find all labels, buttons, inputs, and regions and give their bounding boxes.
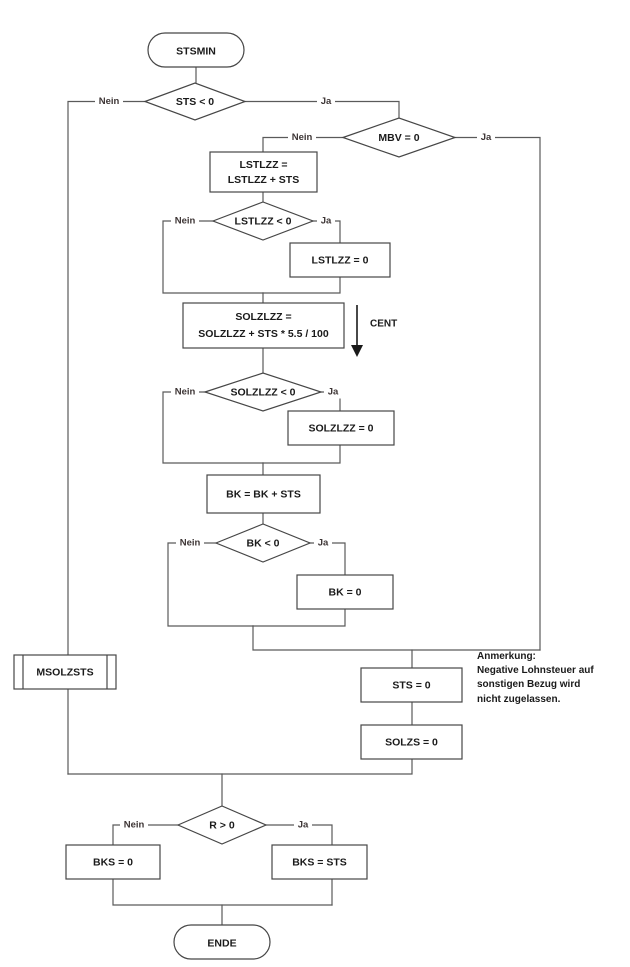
- node-process-lstlzz-add-line2: LSTLZZ + STS: [228, 174, 299, 186]
- node-start-label: STSMIN: [176, 45, 216, 57]
- connector-lstlzzzero-to-merge: [262, 276, 341, 294]
- node-process-sts-zero-label: STS = 0: [392, 679, 430, 691]
- node-process-bk-add[interactable]: BK = BK + STS: [206, 474, 321, 514]
- node-process-lstlzz-zero[interactable]: LSTLZZ = 0: [289, 242, 391, 278]
- annotation-note-line2: sonstigen Bezug wird: [477, 679, 581, 691]
- node-decision-r[interactable]: R > 0: [176, 805, 268, 845]
- node-end-terminator[interactable]: ENDE: [173, 924, 271, 960]
- annotation-note-title: Anmerkung:: [477, 651, 536, 662]
- node-process-solzlzz-zero[interactable]: SOLZLZZ = 0: [287, 410, 395, 446]
- connector-solzszero-to-finalmerge: [67, 758, 413, 775]
- edge-label-sts-ja: Ja: [321, 96, 332, 107]
- connector-bkszero-to-endmerge: [112, 878, 333, 906]
- annotation-note-line1: Negative Lohnsteuer auf: [477, 665, 594, 677]
- edge-label-mbv-nein: Nein: [292, 132, 313, 143]
- connector-r-ja-to-bkssts: [265, 824, 333, 846]
- node-decision-lstlzz-label: LSTLZZ < 0: [235, 215, 292, 227]
- edge-label-lstlzz-ja: Ja: [321, 216, 332, 227]
- node-process-bk-zero[interactable]: BK = 0: [296, 574, 394, 610]
- edge-label-bk-ja: Ja: [318, 538, 329, 549]
- edge-label-mbv-ja: Ja: [481, 132, 492, 143]
- node-process-bks-zero-label: BKS = 0: [93, 856, 133, 868]
- connector-mbv-nein-to-lstlzz-add: [262, 136, 344, 153]
- node-process-lstlzz-add[interactable]: LSTLZZ = LSTLZZ + STS: [209, 151, 318, 193]
- connector-sts-ja-to-mbv: [244, 100, 400, 119]
- node-process-lstlzz-zero-label: LSTLZZ = 0: [312, 254, 369, 266]
- node-decision-bk[interactable]: BK < 0: [214, 523, 312, 563]
- node-end-label: ENDE: [207, 937, 236, 949]
- edge-label-solzlzz-nein: Nein: [175, 387, 196, 398]
- node-process-solzs-zero[interactable]: SOLZS = 0: [360, 724, 463, 760]
- node-process-bks-sts-label: BKS = STS: [292, 856, 347, 868]
- node-subroutine-msolzsts[interactable]: MSOLZSTS: [13, 654, 117, 690]
- node-process-bk-zero-label: BK = 0: [329, 586, 362, 598]
- annotation-note-block: Anmerkung: Negative Lohnsteuer auf sonst…: [477, 650, 594, 707]
- edge-label-lstlzz-nein: Nein: [175, 216, 196, 227]
- cent-arrow-head: [351, 345, 363, 357]
- edge-label-bk-nein: Nein: [180, 538, 201, 549]
- node-decision-bk-label: BK < 0: [247, 537, 280, 549]
- node-process-lstlzz-add-line1: LSTLZZ =: [239, 159, 287, 171]
- node-decision-lstlzz[interactable]: LSTLZZ < 0: [211, 201, 315, 241]
- node-process-solzlzz-add[interactable]: SOLZLZZ = SOLZLZZ + STS * 5.5 / 100: [182, 302, 345, 349]
- annotation-note-line3: nicht zugelassen.: [477, 693, 561, 705]
- node-process-bk-add-label: BK = BK + STS: [226, 488, 301, 500]
- node-process-solzlzz-add-line2: SOLZLZZ + STS * 5.5 / 100: [198, 328, 329, 340]
- node-process-sts-zero[interactable]: STS = 0: [360, 667, 463, 703]
- connector-bkmerge-down: [252, 625, 541, 651]
- node-decision-mbv-label: MBV = 0: [378, 132, 419, 144]
- node-subroutine-msolzsts-label: MSOLZSTS: [36, 666, 93, 678]
- annotation-cent-label: CENT: [370, 319, 397, 330]
- node-decision-sts[interactable]: STS < 0: [143, 82, 247, 121]
- node-process-solzs-zero-label: SOLZS = 0: [385, 736, 438, 748]
- edge-label-r-nein: Nein: [124, 820, 145, 831]
- edge-label-r-ja: Ja: [298, 820, 309, 831]
- connector-bk-nein-bypass: [167, 542, 254, 627]
- node-decision-sts-label: STS < 0: [176, 96, 214, 108]
- edge-label-sts-nein: Nein: [99, 96, 120, 107]
- node-decision-solzlzz-label: SOLZLZZ < 0: [230, 386, 295, 398]
- connector-r-nein-to-bkszero: [112, 824, 179, 846]
- node-decision-solzlzz[interactable]: SOLZLZZ < 0: [203, 372, 323, 412]
- node-process-bks-sts[interactable]: BKS = STS: [271, 844, 368, 880]
- node-start-terminator[interactable]: STSMIN: [147, 32, 245, 68]
- edge-label-layer: Nein Ja Nein Ja Nein Ja Nein Ja Nein Ja …: [95, 95, 495, 832]
- connector-mbv-ja-right-rail: [454, 136, 541, 651]
- node-process-solzlzz-zero-label: SOLZLZZ = 0: [308, 422, 373, 434]
- node-decision-mbv[interactable]: MBV = 0: [341, 117, 457, 158]
- connector-solzlzzzero-to-merge: [262, 444, 341, 464]
- connector-bkzero-to-merge: [252, 608, 346, 627]
- node-process-bks-zero[interactable]: BKS = 0: [65, 844, 161, 880]
- node-process-solzlzz-add-line1: SOLZLZZ =: [235, 311, 291, 323]
- edge-label-solzlzz-ja: Ja: [328, 387, 339, 398]
- node-decision-r-label: R > 0: [209, 819, 235, 831]
